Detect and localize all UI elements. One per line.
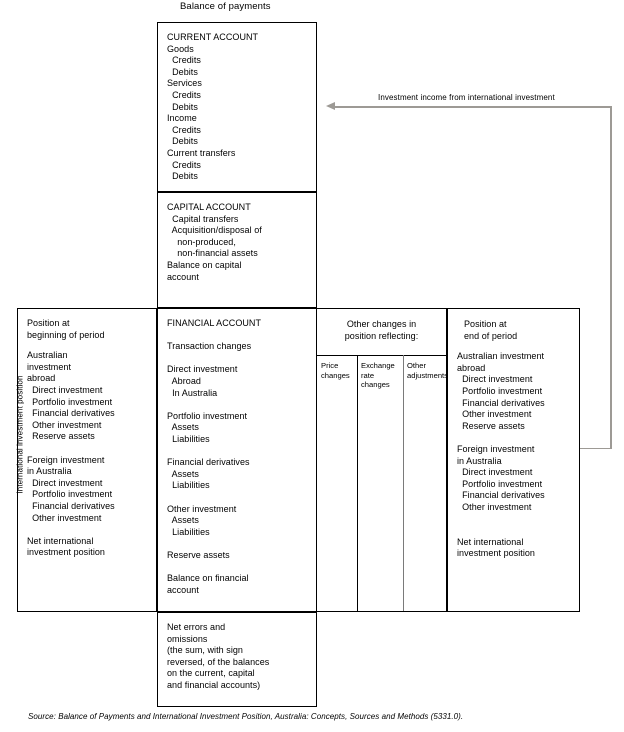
position-beginning-box: Position at beginning of period Australi…	[17, 308, 157, 612]
arrow-segment-right	[610, 106, 612, 449]
arrow-label: Investment income from international inv…	[378, 93, 555, 102]
current-account-box: CURRENT ACCOUNT Goods Credits Debits Ser…	[157, 22, 317, 192]
net-errors-text: Net errors and omissions (the sum, with …	[167, 622, 270, 690]
other-changes-box: Other changes in position reflecting:	[316, 308, 447, 612]
column-other-adjustments: Other adjustments	[407, 361, 448, 380]
current-account-text: CURRENT ACCOUNT Goods Credits Debits Ser…	[167, 32, 259, 182]
column-price-changes: Price changes	[321, 361, 350, 380]
column-exchange-rate-changes: Exchange rate changes	[361, 361, 395, 390]
other-changes-divider-1	[357, 355, 358, 611]
position-beginning-text: Australian investment abroad Direct inve…	[27, 350, 115, 558]
position-beginning-heading: Position at beginning of period	[27, 318, 105, 340]
diagram-title: Balance of payments	[180, 1, 271, 12]
international-investment-position-label: International investment position	[15, 375, 25, 494]
arrow-head-icon	[326, 102, 335, 110]
spacer	[18, 341, 156, 350]
capital-account-box: CAPITAL ACCOUNT Capital transfers Acquis…	[157, 192, 317, 308]
financial-account-box: FINANCIAL ACCOUNT Transaction changes Di…	[157, 308, 317, 612]
other-changes-divider-2	[403, 355, 404, 611]
arrow-segment-top	[334, 106, 612, 108]
position-end-box: Position at end of period Australian inv…	[447, 308, 580, 612]
spacer	[448, 342, 579, 351]
arrow-segment-bottom	[580, 447, 612, 450]
capital-account-text: CAPITAL ACCOUNT Capital transfers Acquis…	[167, 202, 262, 282]
financial-account-text: FINANCIAL ACCOUNT Transaction changes Di…	[167, 318, 262, 595]
source-note: Source: Balance of Payments and Internat…	[28, 712, 464, 721]
net-errors-box: Net errors and omissions (the sum, with …	[157, 612, 317, 707]
position-end-text: Australian investment abroad Direct inve…	[457, 351, 545, 559]
position-end-heading: Position at end of period	[464, 319, 518, 341]
other-changes-heading: Other changes in position reflecting:	[344, 319, 419, 341]
other-changes-header-divider	[316, 355, 447, 356]
